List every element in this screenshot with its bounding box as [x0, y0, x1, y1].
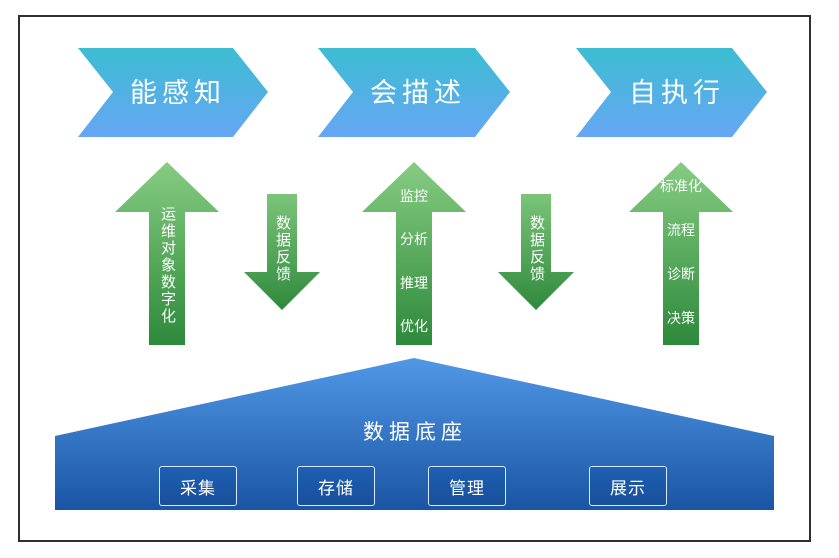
up-arrow-digitize-label: 运维对象数字化	[159, 205, 177, 325]
analyze-label: 分析	[400, 232, 428, 249]
storage-button[interactable]: 存储	[297, 466, 375, 506]
collect-button[interactable]: 采集	[159, 466, 237, 506]
down-arrow-feedback-left-label: 数据反馈	[274, 215, 292, 283]
down-arrow-feedback-right-label: 数据反馈	[528, 215, 546, 283]
chevron-describe: 会描述	[318, 48, 510, 137]
chevron-describe-label: 会描述	[370, 78, 466, 109]
monitor-label: 监控	[400, 189, 428, 205]
standardize-label: 标准化	[660, 179, 702, 195]
down-arrow-feedback-right	[498, 194, 574, 310]
data-foundation-title: 数据底座	[363, 420, 467, 444]
up-arrow-monitor	[362, 162, 466, 345]
chevron-execute-label: 自执行	[629, 78, 725, 109]
up-arrow-standardize	[629, 162, 733, 345]
up-arrow-monitor-labels: 监控 分析 推理 优化	[384, 186, 444, 336]
manage-button[interactable]: 管理	[428, 466, 506, 506]
down-arrow-feedback-left	[244, 194, 320, 310]
process-label: 流程	[667, 223, 695, 239]
optimize-label: 优化	[400, 318, 428, 335]
chevron-sense: 能感知	[78, 48, 268, 137]
chevron-sense-label: 能感知	[130, 78, 226, 109]
up-arrow-standardize-labels: 标准化 流程 诊断 决策	[648, 176, 714, 328]
decide-label: 决策	[667, 311, 695, 327]
up-arrow-digitize	[115, 162, 219, 345]
chevron-execute: 自执行	[576, 48, 767, 137]
display-button[interactable]: 展示	[589, 466, 667, 506]
reason-label: 推理	[400, 275, 428, 292]
diagnose-label: 诊断	[667, 267, 695, 283]
